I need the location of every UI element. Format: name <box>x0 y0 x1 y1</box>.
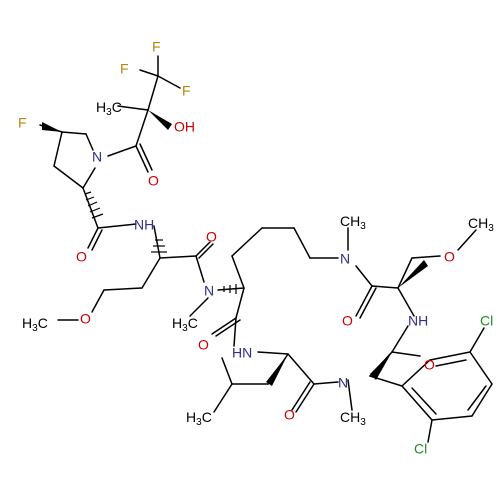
wedge-methoxy-right <box>398 260 428 288</box>
atom-n-methyl-1: N <box>204 283 214 299</box>
atom-o-carbonyl-top: O <box>148 173 159 189</box>
wedge-isobutyl <box>266 354 288 386</box>
atom-cl-top: Cl <box>480 313 493 329</box>
wedge-oh <box>148 110 172 130</box>
wedge-f <box>42 122 62 132</box>
atom-o-amide-3: O <box>198 337 209 353</box>
methyl-n1: H3C <box>172 315 198 334</box>
atom-n-methyl-top: N <box>340 251 350 267</box>
atom-hn-mid: HN <box>232 345 252 361</box>
atom-o-amide-2: O <box>206 229 217 245</box>
atom-oh: OH <box>174 119 195 135</box>
methyl-n-top: CH3 <box>340 213 366 232</box>
atom-nh-right: NH <box>408 313 428 329</box>
methyl-top: H3C <box>96 99 122 118</box>
stereo-wedges <box>42 110 428 386</box>
methyl-methoxy-left: H3C <box>22 315 48 334</box>
atom-labels: F F F F H3C OH N O O NH O N H3C O H3C O … <box>18 39 494 457</box>
atom-f-ring: F <box>18 115 27 131</box>
wedge-benzyl <box>370 352 392 380</box>
atom-cl-bottom: Cl <box>414 441 427 457</box>
atom-o-amide-6: O <box>424 357 435 373</box>
atom-o-amide-1: O <box>76 249 87 265</box>
atom-n-methyl-bottom: N <box>338 375 348 391</box>
atom-o-methoxy-left: O <box>80 311 91 327</box>
atom-f-right: F <box>182 83 191 99</box>
atom-n-pyrrolidine: N <box>92 149 102 165</box>
atom-o-amide-4: O <box>284 407 295 423</box>
atom-f-top: F <box>152 39 161 55</box>
methyl-methoxy-right: CH3 <box>468 215 494 234</box>
stereo-hashes <box>84 191 237 294</box>
atom-f-left: F <box>120 61 129 77</box>
atom-o-amide-5: O <box>342 313 353 329</box>
methyl-isobutyl-1: H3C <box>186 409 212 428</box>
atom-nh-1: NH <box>134 217 154 233</box>
methyl-n-bottom: CH3 <box>340 409 366 428</box>
atom-o-methoxy-right: O <box>444 249 455 265</box>
